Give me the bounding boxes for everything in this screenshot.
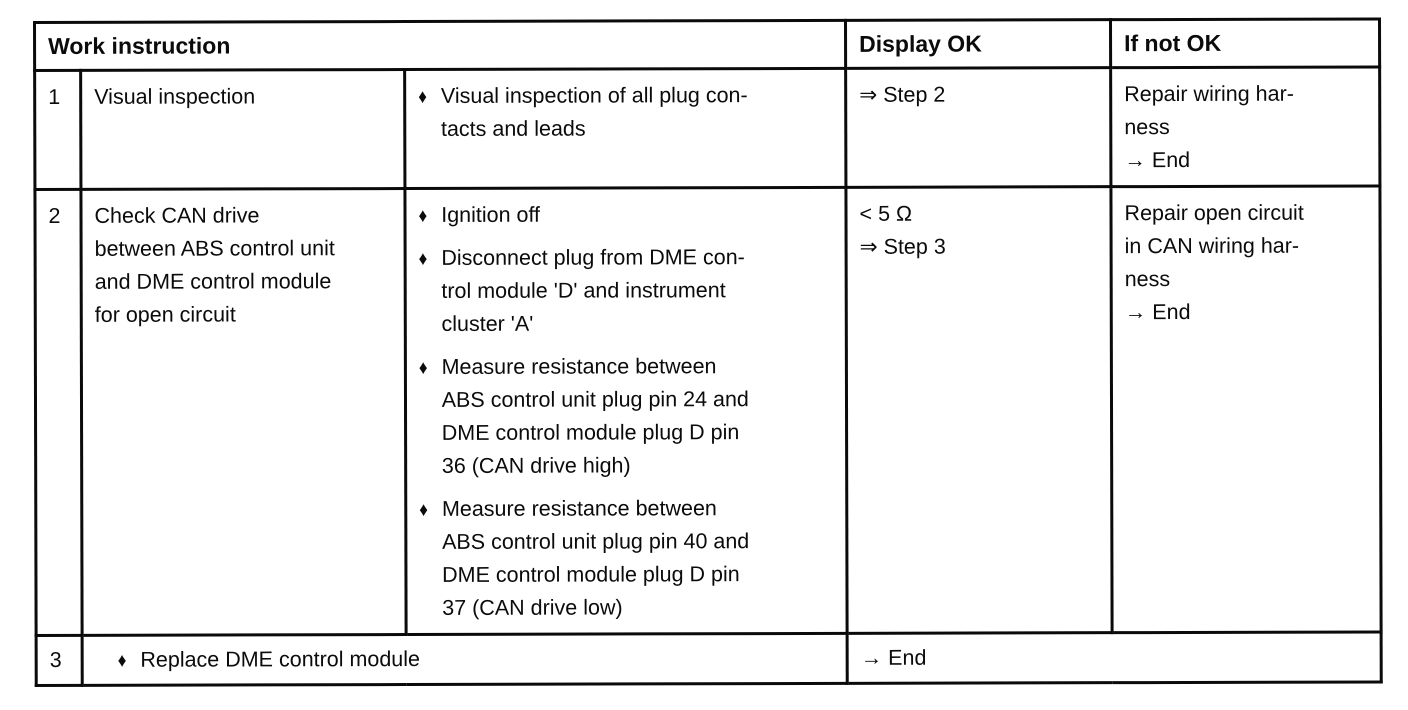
bullet-text: Measure resistance between ABS control u… — [441, 496, 750, 620]
diamond-bullet-icon: ♦ — [418, 85, 427, 108]
step-3-result: → End — [847, 631, 1382, 684]
bullet-text: Visual inspection of all plug con- tacts… — [440, 83, 748, 141]
step-2-display-ok: < 5 Ω ⇒ Step 3 — [845, 186, 1113, 634]
step-1-number: 1 — [34, 70, 81, 190]
table-row-step-2: 2 Check CAN drive between ABS control un… — [34, 185, 1382, 636]
bullet-item: ♦ Disconnect plug from DME con- trol mod… — [419, 241, 833, 341]
diamond-bullet-icon: ♦ — [418, 356, 428, 379]
bullet-item: ♦ Measure resistance between ABS control… — [419, 350, 833, 483]
header-display-ok: Display OK — [845, 19, 1111, 69]
header-work-instruction: Work instruction — [34, 20, 846, 71]
step-1-display-ok: ⇒ Step 2 — [845, 67, 1111, 188]
bullet-text: Replace DME control module — [140, 646, 421, 672]
step-1-instructions: ♦ Visual inspection of all plug con- tac… — [404, 68, 846, 189]
bullet-text: Measure resistance between ABS control u… — [441, 354, 749, 478]
step-2-number: 2 — [34, 189, 83, 636]
bullet-item: ♦ Ignition off — [418, 198, 832, 232]
step-1-title: Visual inspection — [80, 69, 405, 190]
table-header-row: Work instruction Display OK If not OK — [34, 18, 1380, 71]
diamond-bullet-icon: ♦ — [418, 204, 428, 227]
bullet-item: ♦ Measure resistance between ABS control… — [419, 492, 833, 625]
bullet-text: Ignition off — [441, 202, 541, 227]
bullet-item: ♦ Replace DME control module — [118, 642, 834, 677]
bullet-item: ♦ Visual inspection of all plug con- tac… — [418, 79, 832, 146]
step-3-number: 3 — [36, 635, 83, 686]
step-2-title: Check CAN drive between ABS control unit… — [80, 188, 407, 636]
step-3-instruction-cell: ♦ Replace DME control module — [82, 633, 848, 686]
diamond-bullet-icon: ♦ — [418, 247, 428, 270]
header-if-not-ok: If not OK — [1110, 18, 1380, 68]
bullet-text: Disconnect plug from DME con- trol modul… — [441, 245, 745, 336]
step-2-instructions: ♦ Ignition off ♦ Disconnect plug from DM… — [404, 187, 848, 635]
work-instruction-table: Work instruction Display OK If not OK 1 … — [33, 17, 1383, 687]
diamond-bullet-icon: ♦ — [419, 498, 428, 521]
step-1-if-not-ok: Repair wiring har- ness → End — [1110, 66, 1380, 187]
step-2-if-not-ok: Repair open circuit in CAN wiring har- n… — [1110, 185, 1382, 633]
table-row-step-3: 3 ♦ Replace DME control module → End — [36, 631, 1382, 686]
diamond-bullet-icon: ♦ — [117, 649, 127, 672]
table-row-step-1: 1 Visual inspection ♦ Visual inspection … — [34, 66, 1380, 190]
